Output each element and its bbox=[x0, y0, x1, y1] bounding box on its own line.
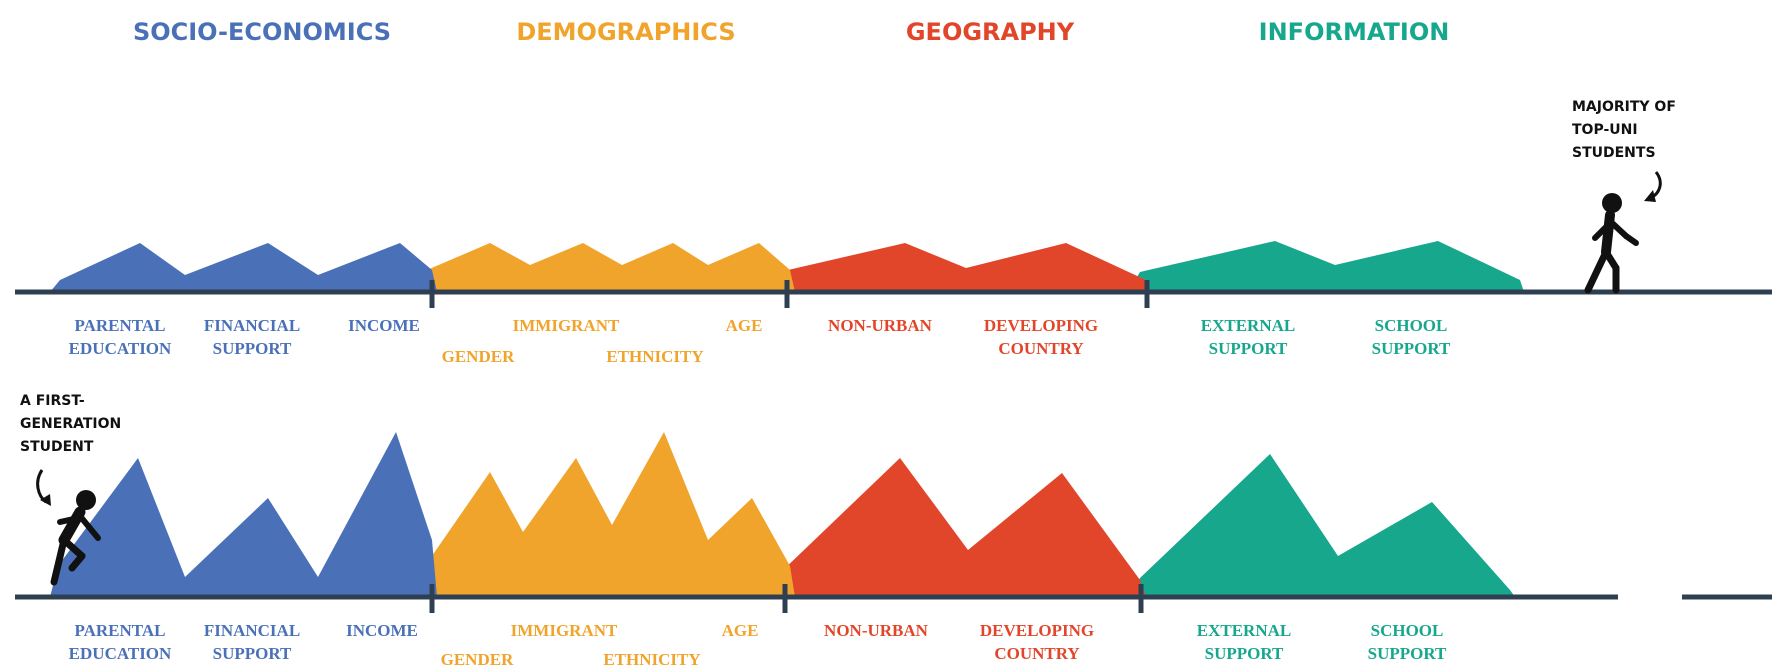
majority-note-line3: STUDENTS bbox=[1572, 145, 1656, 161]
bottom-label-income: INCOME bbox=[346, 621, 418, 640]
climbing-person-icon bbox=[50, 490, 101, 586]
bottom-label-parental-line2: EDUCATION bbox=[69, 644, 172, 663]
bottom-label-developing-line2: COUNTRY bbox=[994, 644, 1079, 663]
top-label-ethnicity: ETHNICITY bbox=[606, 347, 703, 366]
top-label-developing-line1: DEVELOPING bbox=[984, 316, 1098, 335]
top-mountain-geography bbox=[763, 243, 1150, 292]
bottom-label-gender: GENDER bbox=[441, 650, 514, 667]
bottom-label-ethnicity: ETHNICITY bbox=[603, 650, 700, 667]
top-mountain-demographics bbox=[405, 243, 795, 292]
bottom-label-non-urban: NON-URBAN bbox=[824, 621, 929, 640]
top-label-immigrant: IMMIGRANT bbox=[513, 316, 620, 335]
top-label-school-line2: SUPPORT bbox=[1372, 339, 1451, 358]
top-label-external-line2: SUPPORT bbox=[1209, 339, 1288, 358]
title-geography: GEOGRAPHY bbox=[906, 18, 1075, 46]
top-label-financial-line1: FINANCIAL bbox=[204, 316, 300, 335]
top-label-income: INCOME bbox=[348, 316, 420, 335]
bottom-label-school-line1: SCHOOL bbox=[1371, 621, 1444, 640]
top-mountain-information bbox=[1128, 241, 1524, 292]
top-label-age: AGE bbox=[726, 316, 763, 335]
curved-arrow-icon bbox=[36, 469, 51, 506]
walking-person-icon bbox=[1584, 193, 1639, 294]
bottom-label-developing-line1: DEVELOPING bbox=[980, 621, 1094, 640]
top-row: PARENTAL EDUCATION FINANCIAL SUPPORT INC… bbox=[15, 99, 1772, 366]
curved-arrow-icon bbox=[1644, 171, 1662, 202]
top-mountain-socio-economics bbox=[50, 243, 437, 292]
bottom-label-age: AGE bbox=[722, 621, 759, 640]
bottom-mountain-demographics bbox=[405, 432, 795, 597]
top-label-external-line1: EXTERNAL bbox=[1201, 316, 1295, 335]
title-demographics: DEMOGRAPHICS bbox=[516, 18, 735, 46]
bottom-label-parental-line1: PARENTAL bbox=[75, 621, 166, 640]
first-gen-note-line2: GENERATION bbox=[20, 416, 121, 432]
majority-note-line1: MAJORITY OF bbox=[1572, 99, 1676, 115]
top-label-gender: GENDER bbox=[442, 347, 515, 366]
bottom-label-financial-line2: SUPPORT bbox=[213, 644, 292, 663]
bottom-label-school-line2: SUPPORT bbox=[1368, 644, 1447, 663]
title-socio-economics: SOCIO-ECONOMICS bbox=[133, 18, 391, 46]
bottom-label-financial-line1: FINANCIAL bbox=[204, 621, 300, 640]
top-label-developing-line2: COUNTRY bbox=[998, 339, 1083, 358]
bottom-label-external-line1: EXTERNAL bbox=[1197, 621, 1291, 640]
majority-note-line2: TOP-UNI bbox=[1572, 122, 1638, 138]
bottom-row: PARENTAL EDUCATION FINANCIAL SUPPORT INC… bbox=[15, 393, 1772, 667]
top-label-parental-line2: EDUCATION bbox=[69, 339, 172, 358]
first-gen-note-line1: A FIRST- bbox=[20, 393, 85, 409]
title-information: INFORMATION bbox=[1259, 18, 1450, 46]
bottom-label-immigrant: IMMIGRANT bbox=[511, 621, 618, 640]
bottom-mountain-socio-economics bbox=[50, 432, 437, 597]
first-gen-note-line3: STUDENT bbox=[20, 439, 94, 455]
top-label-financial-line2: SUPPORT bbox=[213, 339, 292, 358]
bottom-label-external-line2: SUPPORT bbox=[1205, 644, 1284, 663]
bottom-mountain-information bbox=[1128, 454, 1515, 597]
top-label-non-urban: NON-URBAN bbox=[828, 316, 933, 335]
top-label-parental-line1: PARENTAL bbox=[75, 316, 166, 335]
top-label-school-line1: SCHOOL bbox=[1375, 316, 1448, 335]
bottom-mountain-geography bbox=[763, 458, 1146, 597]
